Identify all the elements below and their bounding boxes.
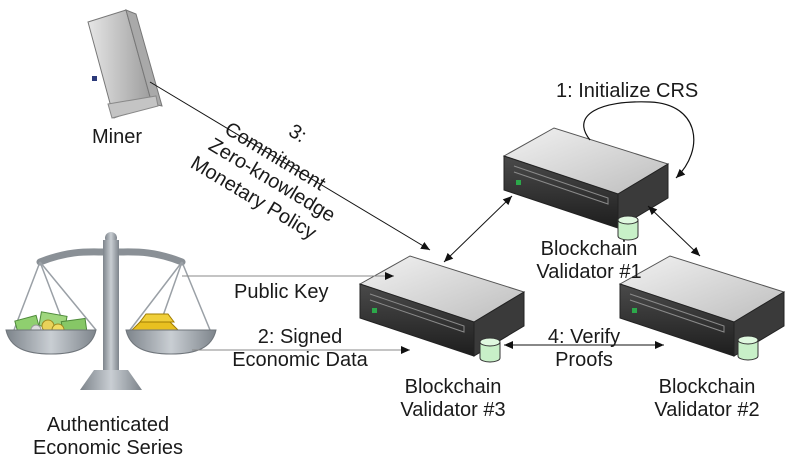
validator1-validator2-arrow: [647, 205, 701, 257]
validator-2-label-line2: Validator #2: [654, 399, 760, 421]
init-crs-loop-arrow: [583, 101, 695, 179]
miner-label: Miner: [92, 126, 143, 148]
database-icon: [479, 337, 501, 363]
scale-icon: [13, 232, 211, 390]
validator-1-server-icon: [502, 127, 670, 241]
validator-1-label-line2: Validator #1: [536, 261, 642, 283]
scale-label-line2: Economic Series: [32, 437, 184, 459]
validator-3-server-icon: [358, 255, 526, 363]
scale-label: Authenticated Economic Series: [10, 414, 206, 460]
right-pan: [125, 329, 217, 355]
validator-3-label-line2: Validator #3: [400, 399, 506, 421]
validator-3-label-line1: Blockchain: [404, 376, 502, 398]
validator-1-label: Blockchain Validator #1: [504, 238, 674, 284]
public-key-label: Public Key: [234, 281, 329, 303]
verify-label-line2: Proofs: [555, 349, 613, 371]
signed-data-label-line2: Economic Data: [232, 349, 368, 371]
signed-data-label: 2: Signed Economic Data: [210, 326, 390, 372]
validator-2-label: Blockchain Validator #2: [622, 376, 791, 422]
gold-bars-icon: [130, 313, 180, 331]
validator-1-label-line1: Blockchain: [540, 238, 638, 260]
init-crs-label: 1: Initialize CRS: [556, 80, 699, 102]
database-icon: [617, 215, 639, 241]
miner-server-icon: [87, 9, 163, 119]
left-pan: [5, 329, 97, 355]
validator-3-label: Blockchain Validator #3: [368, 376, 538, 422]
validator-2-server-icon: [618, 255, 786, 361]
verify-label-line1: 4: Verify: [547, 326, 621, 348]
scale-label-line1: Authenticated: [46, 414, 170, 436]
signed-data-label-line1: 2: Signed: [257, 326, 343, 348]
validator1-validator3-arrow: [443, 195, 513, 263]
miner-to-validator3-arrow: [149, 81, 431, 251]
database-icon: [737, 335, 759, 361]
validator-2-label-line1: Blockchain: [658, 376, 756, 398]
verify-label: 4: Verify Proofs: [524, 326, 644, 372]
